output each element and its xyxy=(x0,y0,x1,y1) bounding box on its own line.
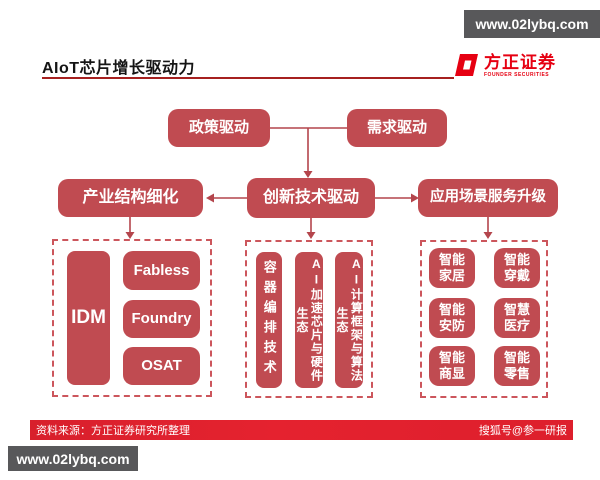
watermark-url-top: www.02lybq.com xyxy=(475,16,589,32)
source-note: 资料来源：方正证券研究所整理 xyxy=(36,425,190,437)
node-osat: OSAT xyxy=(123,347,200,385)
node-fabless: Fabless xyxy=(123,251,200,290)
founder-logo-icon xyxy=(455,54,478,76)
node-smart-retail: 智能零售 xyxy=(494,346,540,386)
node-ai-framework-algorithm: AI计算框架与算法生态 xyxy=(335,252,363,388)
page-title: AIoT芯片增长驱动力 xyxy=(42,60,196,77)
node-smart-display: 智能商显 xyxy=(429,346,475,386)
logo-en-text: FOUNDER SECURITIES xyxy=(484,72,550,79)
node-innovation-tech: 创新技术驱动 xyxy=(247,178,375,218)
node-smart-home: 智能家居 xyxy=(429,248,475,288)
watermark-url-bottom: www.02lybq.com xyxy=(16,450,130,467)
node-smart-medical: 智慧医疗 xyxy=(494,298,540,338)
node-industry-structure: 产业结构细化 xyxy=(58,179,203,217)
watermark-banner-top: www.02lybq.com xyxy=(464,10,600,38)
node-smart-security: 智能安防 xyxy=(429,298,475,338)
title-underline xyxy=(42,77,454,79)
founder-securities-logo: 方正证券 FOUNDER SECURITIES xyxy=(452,51,556,81)
group-applications xyxy=(420,240,548,398)
logo-text: 方正证券 FOUNDER SECURITIES xyxy=(484,52,556,79)
logo-cn-text: 方正证券 xyxy=(484,52,556,72)
group-technology xyxy=(245,240,373,398)
group-industry-chain xyxy=(52,239,212,397)
node-foundry: Foundry xyxy=(123,300,200,338)
node-demand-driver: 需求驱动 xyxy=(347,109,447,147)
node-application-upgrade: 应用场景服务升级 xyxy=(418,179,558,217)
node-idm: IDM xyxy=(67,251,110,385)
node-smart-wearable: 智能穿戴 xyxy=(494,248,540,288)
node-policy-driver: 政策驱动 xyxy=(168,109,270,147)
node-ai-chip-hardware: AI加速芯片与硬件生态 xyxy=(295,252,323,388)
watermark-banner-bottom: www.02lybq.com xyxy=(8,446,138,471)
node-container-orchestration: 容器编排技术 xyxy=(256,252,282,388)
footer-bar: 资料来源：方正证券研究所整理 搜狐号@参一研报 xyxy=(30,420,573,440)
credit-note: 搜狐号@参一研报 xyxy=(478,425,567,437)
